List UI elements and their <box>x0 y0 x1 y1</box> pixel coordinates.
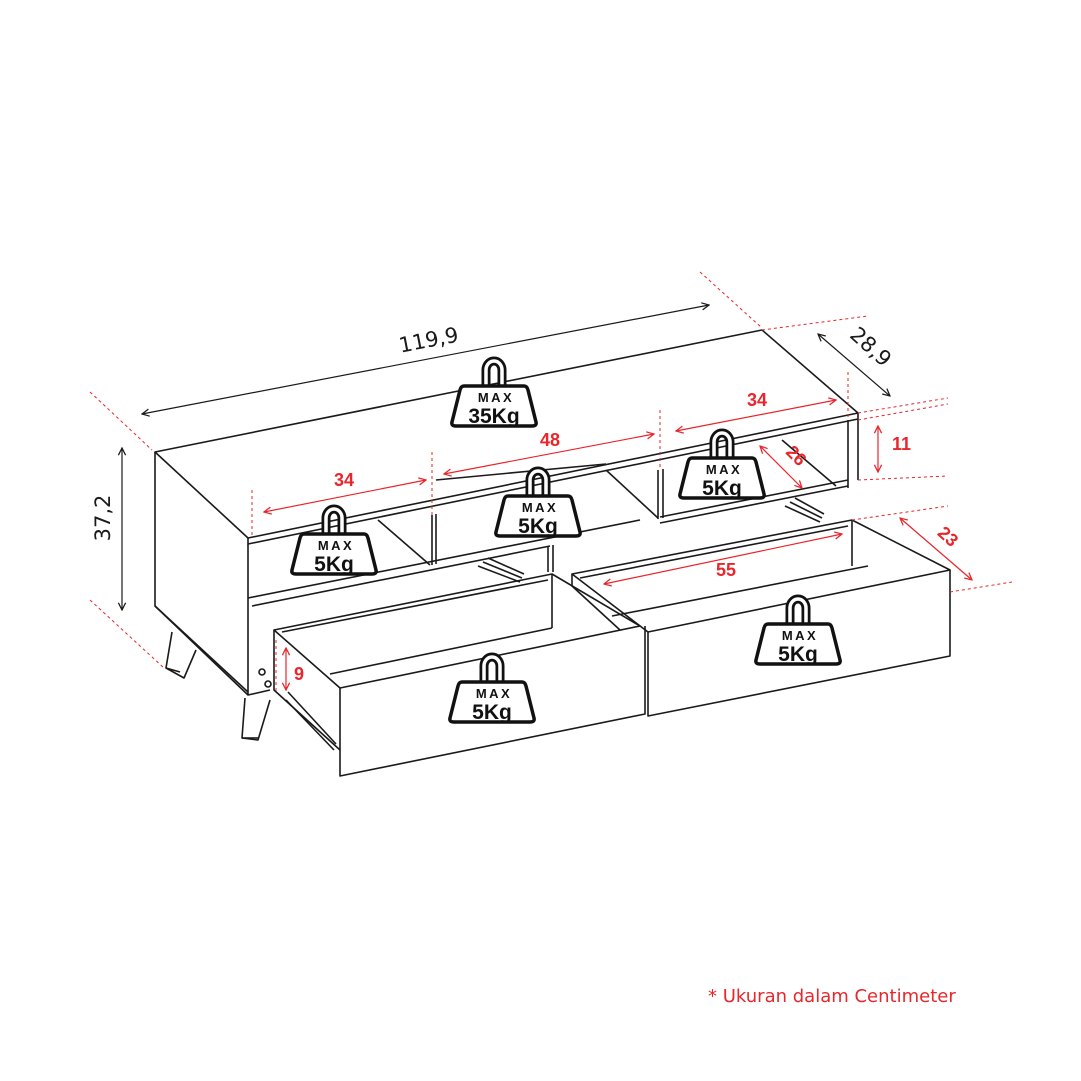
dimension-arrows-red <box>264 400 972 690</box>
dimension-arrows-black <box>122 305 890 610</box>
weight-icon-shelf-middle: MAX 5Kg <box>496 471 580 538</box>
shelf-middle-width-label: 48 <box>540 430 560 450</box>
shelf-depth-arrow <box>760 446 802 488</box>
weight-drawer-right-value: 5Kg <box>778 643 818 666</box>
shelf-height-label: 11 <box>892 434 911 454</box>
weight-icon-shelf-left: MAX 5Kg <box>292 509 376 576</box>
drawer-left <box>258 573 646 777</box>
drawer-depth-arrow <box>900 518 972 580</box>
overall-height-label: 37,2 <box>91 495 115 542</box>
drawer-right <box>571 519 951 717</box>
weight-icon-drawer-right: MAX 5Kg <box>756 599 840 666</box>
weight-max-label: MAX <box>478 390 514 405</box>
weight-icon-drawer-left: MAX 5Kg <box>450 657 534 724</box>
drawer-width-arrow <box>604 534 842 584</box>
extension-lines <box>89 271 1013 692</box>
shelf-depth-label: 26 <box>782 442 810 470</box>
weight-max-label: MAX <box>782 628 818 643</box>
drawer-depth-label: 23 <box>934 522 962 550</box>
unit-note: * Ukuran dalam Centimeter <box>708 986 956 1007</box>
weight-shelf-right-value: 5Kg <box>702 477 742 500</box>
shelf-right-width-label: 34 <box>747 390 767 410</box>
weight-drawer-left-value: 5Kg <box>472 701 512 724</box>
drawer-height-label: 9 <box>294 664 304 684</box>
weight-max-label: MAX <box>318 538 354 553</box>
depth-arrow <box>818 334 890 396</box>
weight-shelf-left-value: 5Kg <box>314 553 354 576</box>
shelf-right-arrow <box>676 400 836 431</box>
drawer-width-label: 55 <box>716 560 736 580</box>
weight-max-label: MAX <box>522 500 558 515</box>
weight-max-label: MAX <box>706 462 742 477</box>
weight-shelf-middle-value: 5Kg <box>518 515 558 538</box>
overall-width-label: 119,9 <box>397 323 461 358</box>
cabinet-outline <box>154 329 859 741</box>
weight-icon-shelf-right: MAX 5Kg <box>680 433 764 500</box>
weight-icon-top: MAX 35Kg <box>452 361 536 428</box>
weight-max-label: MAX <box>476 686 512 701</box>
shelf-left-arrow <box>264 480 426 512</box>
width-arrow <box>142 305 709 414</box>
shelf-left-width-label: 34 <box>334 470 354 490</box>
shelf-middle-arrow <box>444 434 654 474</box>
weight-top-value: 35Kg <box>468 405 519 428</box>
